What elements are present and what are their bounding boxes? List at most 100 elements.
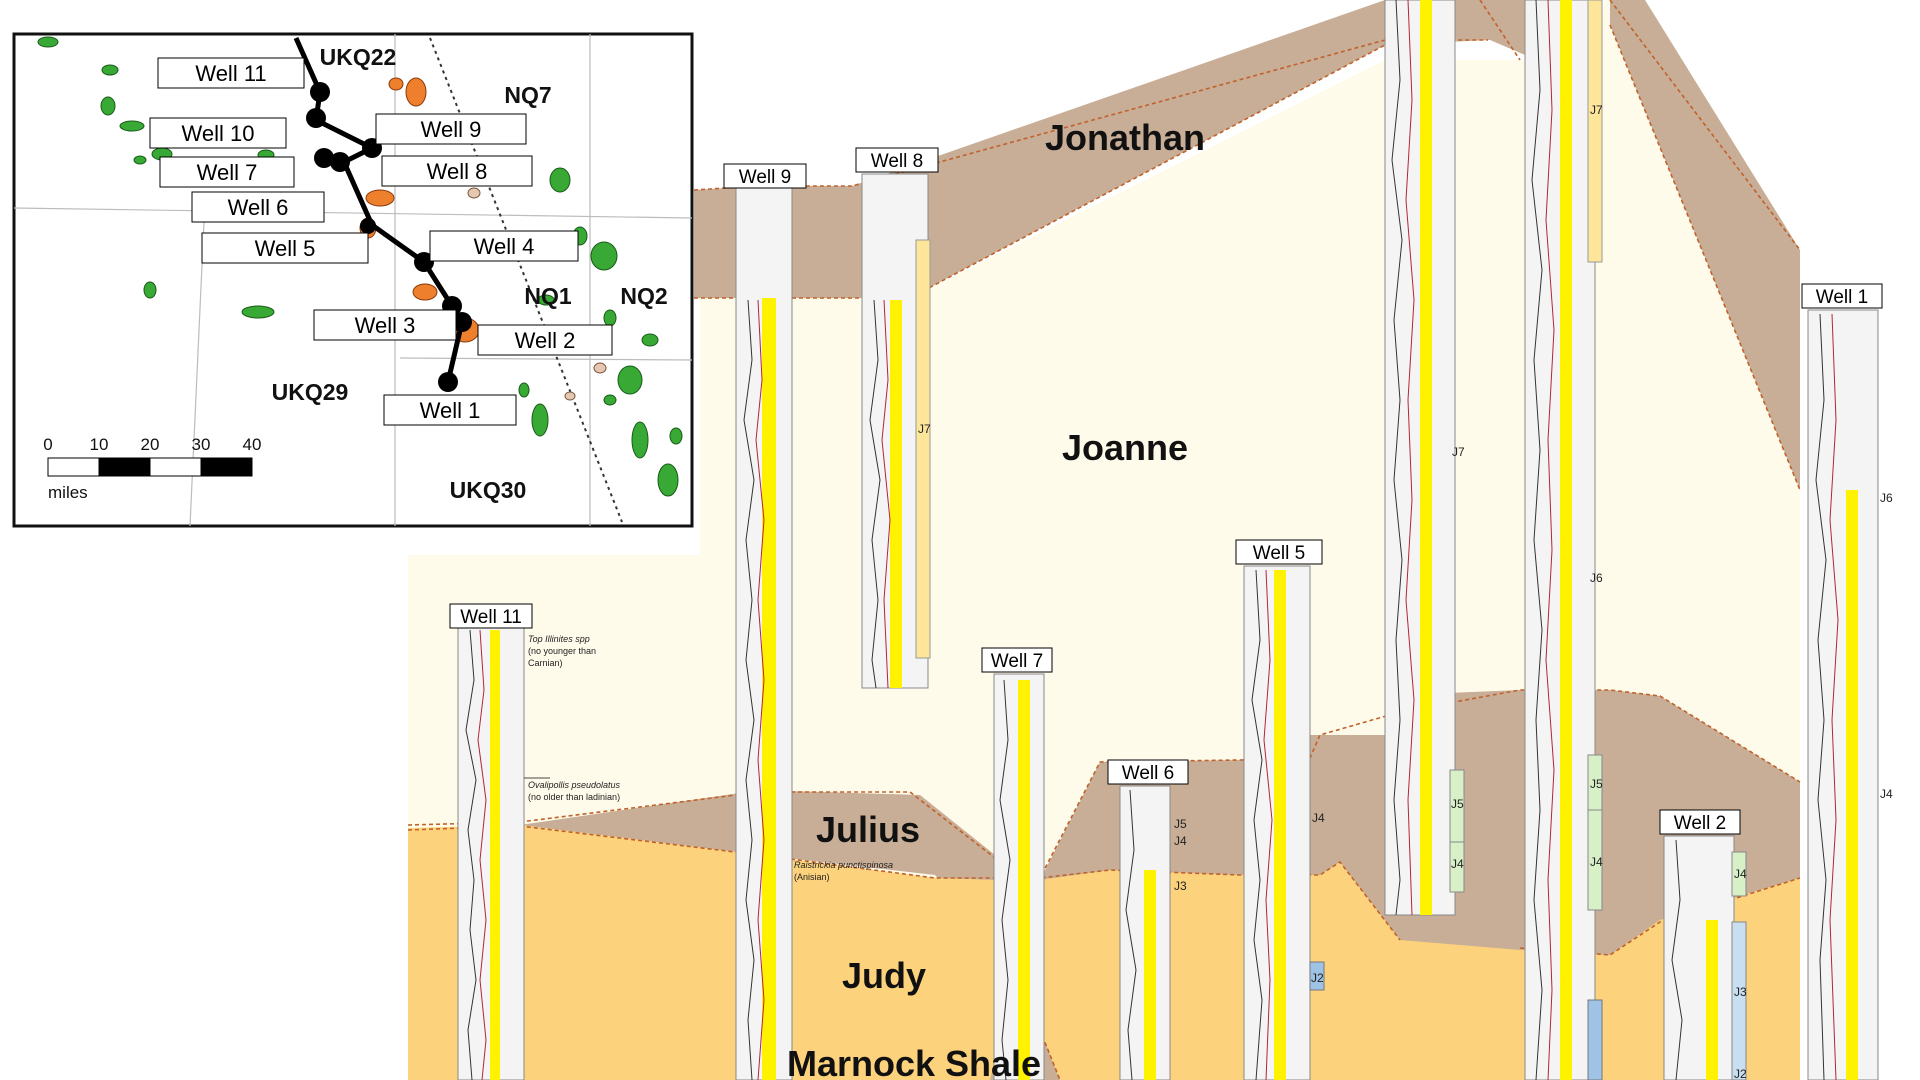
well-6-label: Well 6 <box>1122 763 1174 784</box>
map-well-6-label: Well 6 <box>228 195 289 220</box>
map-well-8-label: Well 8 <box>427 159 488 184</box>
scale-seg-3 <box>149 457 202 477</box>
well-tall-b-unit-lower <box>1587 999 1603 1080</box>
map-dot-well-7 <box>314 148 334 168</box>
well-7-header[interactable] <box>981 647 1053 673</box>
scale-tick-30: 30 <box>192 435 211 454</box>
biostrat-notes: Top Illinites spp (no younger than Carni… <box>524 634 893 882</box>
note-ovali-2: (no older than ladinian) <box>528 792 620 802</box>
map-scale-bar: 0 10 20 30 40 miles <box>43 435 261 502</box>
field-green-7 <box>241 305 275 319</box>
well-2-lith <box>1706 920 1718 1080</box>
map-well-5-box[interactable] <box>201 232 369 264</box>
map-fields-tan <box>467 187 607 401</box>
quad-nq1: NQ1 <box>524 283 572 309</box>
scale-seg-1 <box>47 457 100 477</box>
well-5-column[interactable]: J4 J2 Well 5 <box>1235 539 1325 1080</box>
zone-labels: Jonathan Joanne Julius Judy Marnock Shal… <box>787 117 1205 1080</box>
map-well-8-box[interactable] <box>381 155 533 187</box>
well-8-header[interactable] <box>855 147 939 173</box>
well-2-column[interactable]: J4 J3 J2 Well 2 <box>1659 809 1747 1080</box>
map-well-10-label: Well 10 <box>182 121 255 146</box>
well-tall-b-label-j6: J6 <box>1590 571 1603 585</box>
zone-label-joanne: Joanne <box>1062 427 1188 468</box>
well-6-column[interactable]: J5 J4 J3 Well 6 <box>1107 759 1189 1080</box>
well-5-gr-curve <box>1251 569 1263 1080</box>
jonathan-right-line <box>1479 0 1521 61</box>
map-well-3-box[interactable] <box>313 309 457 341</box>
well-2-unit-j4 <box>1731 851 1747 897</box>
field-orange-2 <box>405 77 427 107</box>
well-5-lith <box>1274 570 1286 1080</box>
well-tall-b-column: J7 J6 J5 J4 <box>1524 0 1603 1080</box>
well-11-log-curves <box>465 629 487 1080</box>
map-well-2-box[interactable] <box>477 324 613 356</box>
map-well-1-label: Well 1 <box>420 398 481 423</box>
map-dot-well-4 <box>414 252 434 272</box>
map-grid-h1 <box>13 207 693 219</box>
well-2-unit-j3 <box>1731 921 1747 1080</box>
field-green-1 <box>37 36 59 48</box>
well-7-column[interactable]: Well 7 <box>981 647 1053 1080</box>
well-5-unit-j2-box <box>1309 961 1325 991</box>
map-well-4-box[interactable] <box>429 230 579 262</box>
well-tall-a-label-j4: J4 <box>1451 857 1464 871</box>
field-green-6 <box>133 155 147 165</box>
well-7-lith <box>1018 680 1030 1080</box>
well-9-header[interactable] <box>723 163 807 189</box>
well-7-gr-curve <box>999 679 1011 1080</box>
well-9-column[interactable]: Well 9 <box>723 163 807 1080</box>
well-tall-b-label-j4: J4 <box>1590 855 1603 869</box>
map-well-6-box[interactable] <box>191 191 325 223</box>
well-6-unit-j4: J4 <box>1174 834 1187 848</box>
field-green-20 <box>669 427 683 445</box>
well-6-header[interactable] <box>1107 759 1189 785</box>
well-9-gr-curve <box>743 299 755 1080</box>
note-raist-1: Raistrickia punctispinosa <box>794 860 893 870</box>
well-tall-b-label-j5: J5 <box>1590 777 1603 791</box>
field-green-3 <box>100 96 116 116</box>
well-2-header[interactable] <box>1659 809 1741 835</box>
map-well-7-box[interactable] <box>159 156 295 188</box>
map-quadrant-labels: UKQ22 NQ7 NQ1 NQ2 UKQ29 UKQ30 <box>272 44 668 503</box>
well-11-column[interactable]: Well 11 <box>449 603 533 1080</box>
map-well-10-box[interactable] <box>149 117 287 149</box>
well-2-label-j2: J2 <box>1734 1067 1747 1080</box>
well-11-header[interactable] <box>449 603 533 629</box>
well-tall-b-unit-j7 <box>1587 0 1603 263</box>
well-1-column[interactable]: J6 J4 Well 1 <box>1801 283 1893 1080</box>
scale-seg-2 <box>98 457 151 477</box>
well-11-lith <box>490 630 500 1080</box>
map-grid-h2 <box>399 357 693 361</box>
quad-nq7: NQ7 <box>504 82 551 108</box>
well-1-label-j6: J6 <box>1880 491 1893 505</box>
map-well-1-box[interactable] <box>383 394 517 426</box>
well-1-header[interactable] <box>1801 283 1883 309</box>
well-2-label-j3: J3 <box>1734 985 1747 999</box>
map-dot-well-11 <box>310 82 330 102</box>
well-1-lith <box>1846 490 1858 1080</box>
map-dot-well-6 <box>360 218 376 234</box>
well-tall-a-gr-curve <box>1391 0 1403 916</box>
well-6-unit-j3: J3 <box>1174 879 1187 893</box>
map-well-11-label: Well 11 <box>195 61 266 86</box>
well-5-unit-j2: J2 <box>1311 971 1324 985</box>
map-well-9-box[interactable] <box>375 113 527 145</box>
well-tall-b-lith <box>1560 0 1572 1080</box>
map-dot-well-2 <box>452 312 472 332</box>
well-6-lith <box>1144 870 1156 1080</box>
inset-map: Well 11 Well 10 Well 9 Well 7 Well 8 Wel… <box>12 32 694 528</box>
quad-ukq22: UKQ22 <box>320 44 397 70</box>
well-tall-b-unit-j4 <box>1587 809 1603 911</box>
field-green-15 <box>641 333 659 347</box>
well-5-header[interactable] <box>1235 539 1323 565</box>
well-11-res-curve <box>477 629 487 1080</box>
field-green-14 <box>617 365 643 395</box>
well-8-column[interactable]: J7 Well 8 <box>855 147 939 689</box>
well-2-label-j4: J4 <box>1734 867 1747 881</box>
well-tall-a-label-j7: J7 <box>1452 445 1465 459</box>
well-8-label: Well 8 <box>871 151 923 172</box>
map-well-11-box[interactable] <box>157 57 305 89</box>
well-2-track <box>1663 835 1735 1080</box>
field-green-2 <box>101 64 119 76</box>
